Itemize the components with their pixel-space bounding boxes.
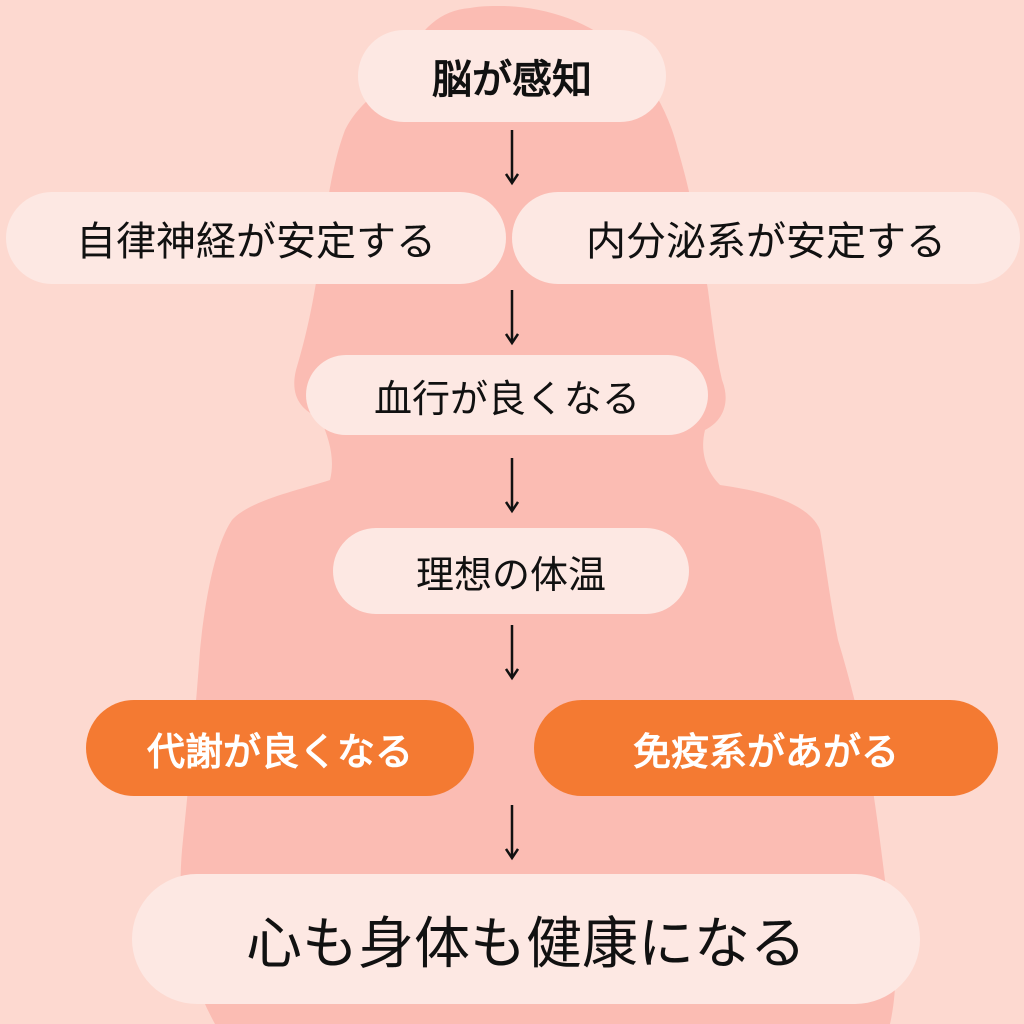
arrow-down-icon [505,625,519,681]
node-brain-senses-label: 脳が感知 [432,57,592,103]
node-ideal-temperature-label: 理想の体温 [415,552,606,597]
node-circulation-improves-label: 血行が良くなる [373,376,640,421]
node-mind-body-healthy-label: 心も身体も健康になる [246,911,806,977]
node-immunity-rises: 免疫系があがる [534,700,998,796]
arrow-down-icon [505,130,519,186]
node-autonomic-stable: 自律神経が安定する [6,192,506,284]
node-brain-senses: 脳が感知 [358,30,666,122]
arrow-down-icon [505,290,519,346]
node-endocrine-stable-label: 内分泌系が安定する [586,219,946,265]
node-immunity-rises-label: 免疫系があがる [632,729,899,774]
node-circulation-improves: 血行が良くなる [306,355,708,435]
node-metabolism-improves-label: 代謝が良くなる [146,729,413,774]
node-metabolism-improves: 代謝が良くなる [86,700,474,796]
node-endocrine-stable: 内分泌系が安定する [512,192,1020,284]
arrow-down-icon [505,458,519,514]
arrow-down-icon [505,805,519,861]
node-autonomic-stable-label: 自律神経が安定する [76,219,436,265]
node-mind-body-healthy: 心も身体も健康になる [132,874,920,1004]
node-ideal-temperature: 理想の体温 [333,528,689,614]
